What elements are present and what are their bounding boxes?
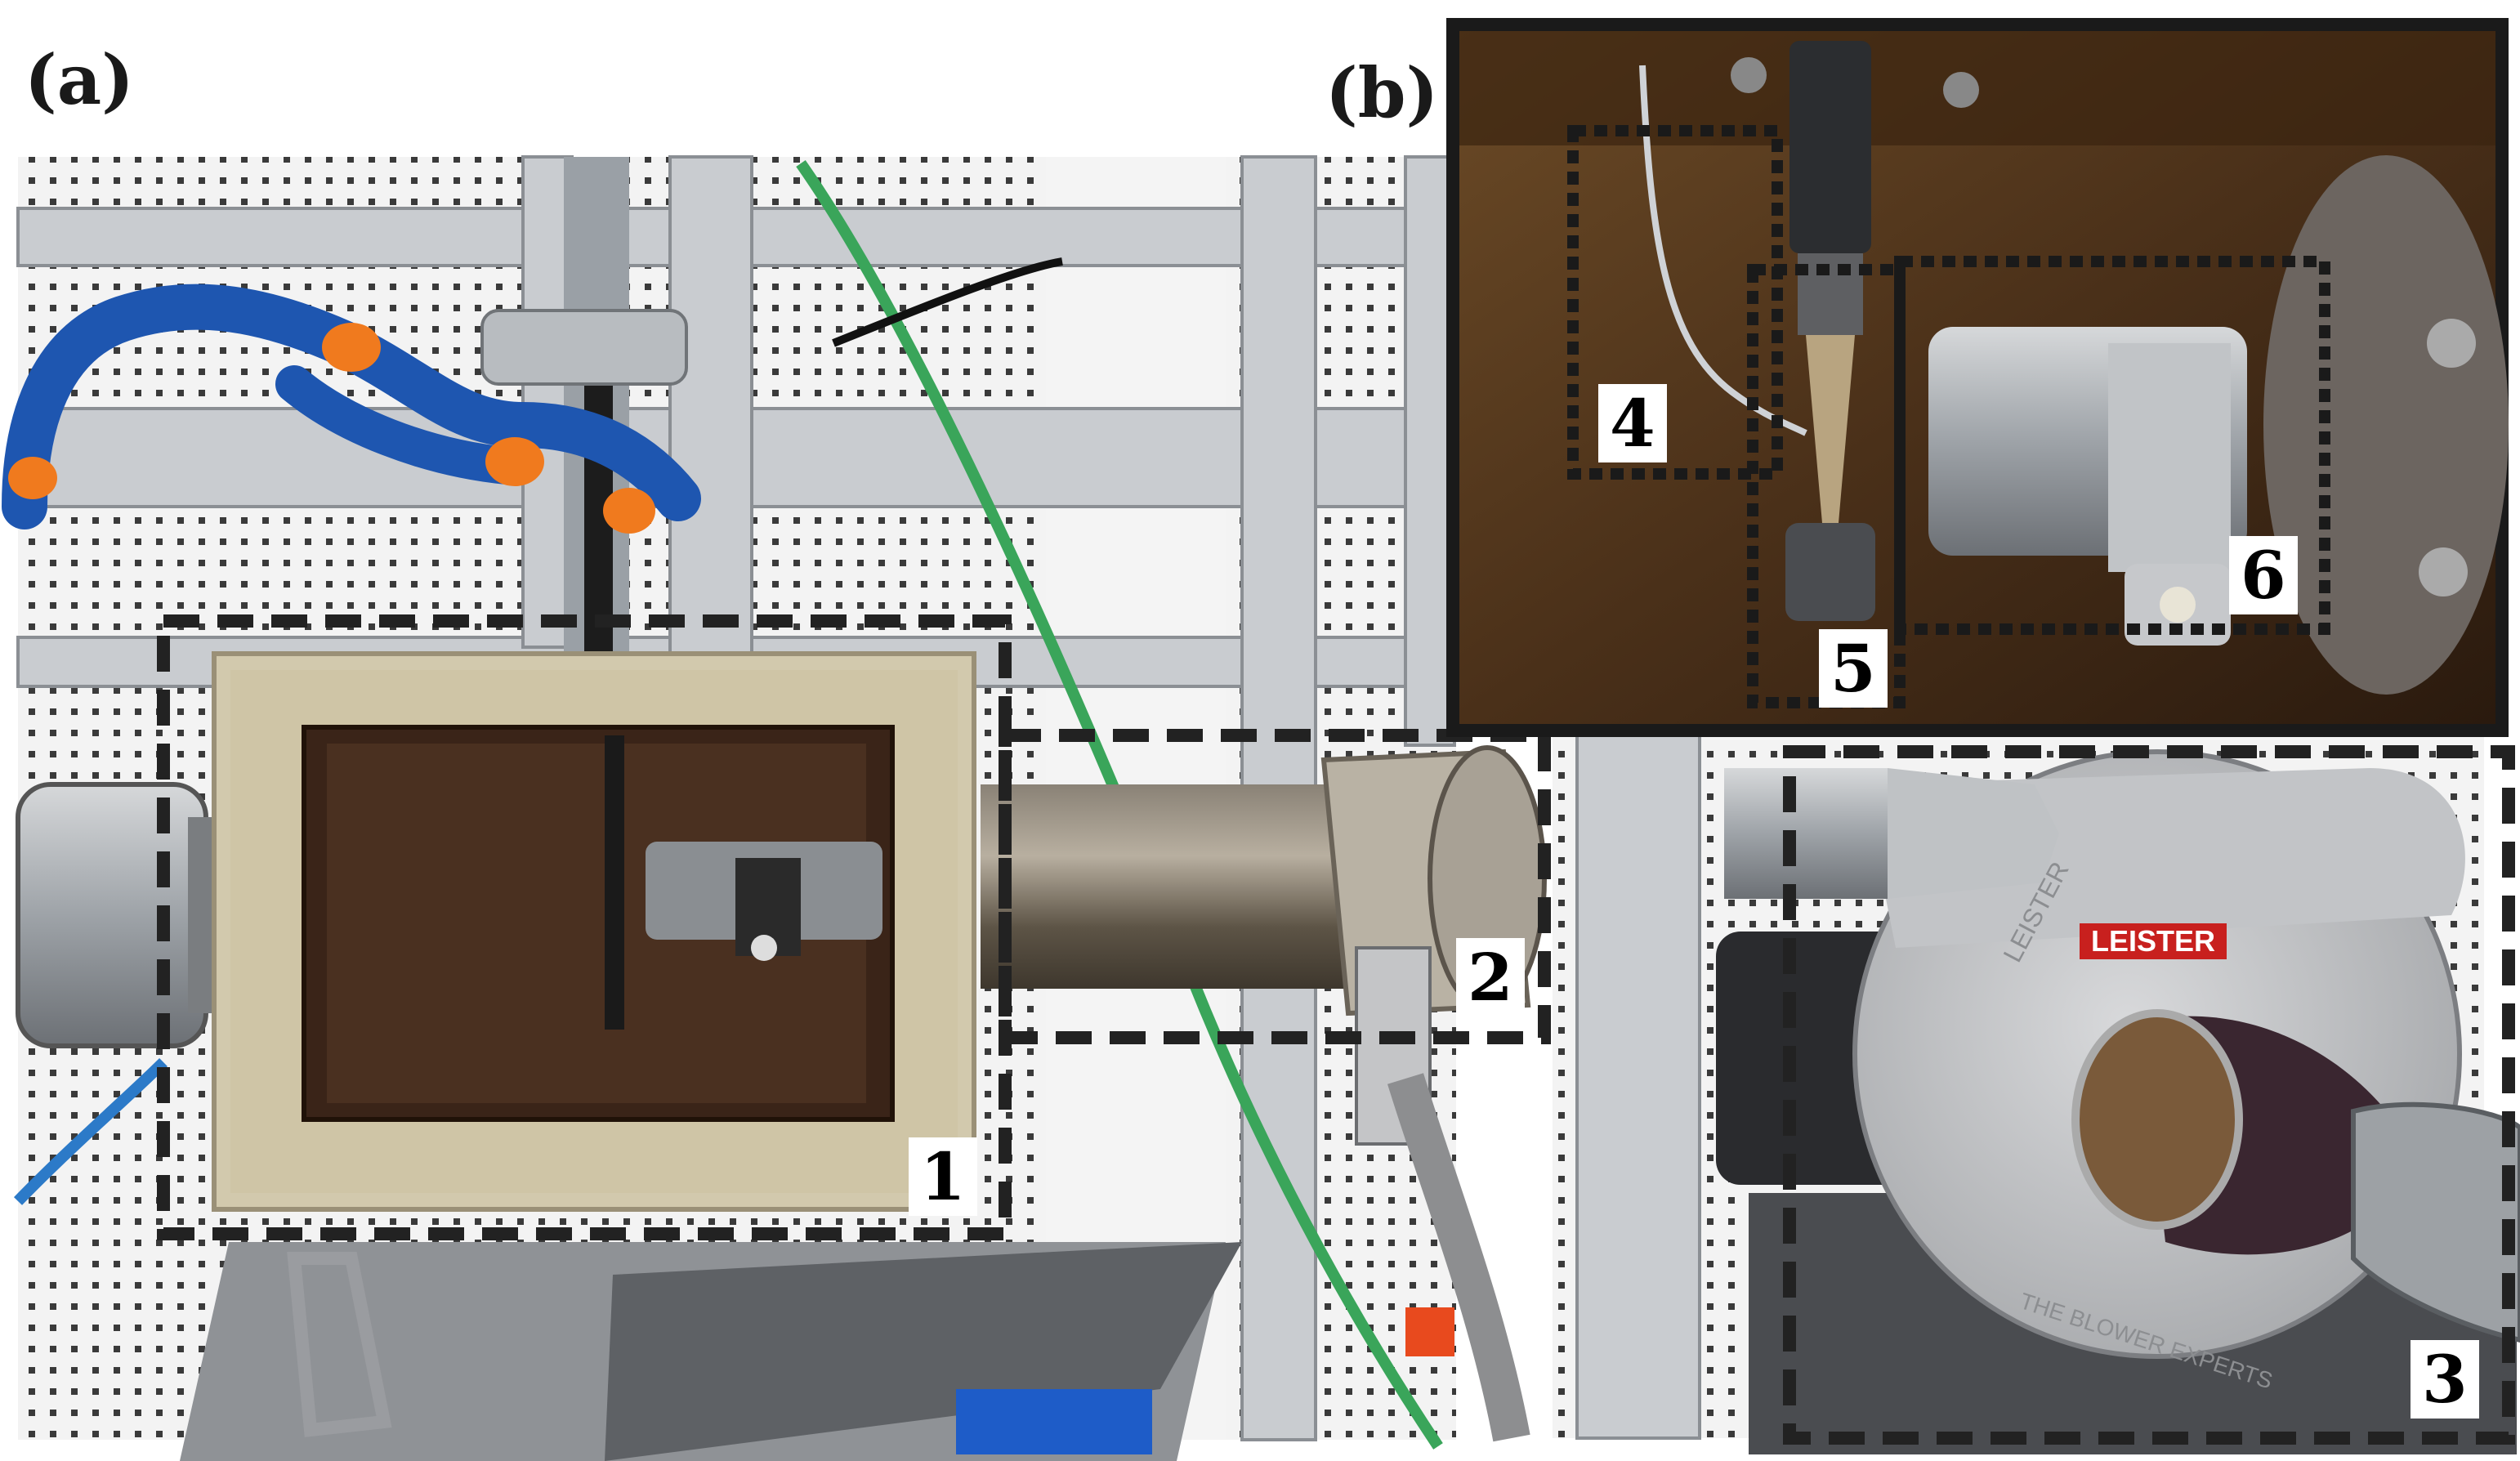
callout-6: 6 <box>2229 536 2298 614</box>
dashed-box-2 <box>999 729 1551 1044</box>
black-cable <box>832 257 1063 347</box>
inset-dotted-markers <box>1567 125 2330 708</box>
callout-1: 1 <box>909 1137 977 1216</box>
panel-label-a: (a) <box>25 39 134 120</box>
load-train <box>480 157 688 670</box>
base-plate <box>180 1242 1242 1461</box>
blower-brand-label: LEISTER <box>2091 924 2215 958</box>
leister-blower <box>1716 749 2520 1454</box>
callout-2: 2 <box>1456 938 1525 1016</box>
furnace-box <box>212 651 976 1212</box>
panel-label-b: (b) <box>1325 52 1439 133</box>
dashed-box-3 <box>1783 745 2515 1445</box>
dotted-box-6 <box>1894 256 2330 635</box>
callout-4: 4 <box>1598 384 1667 462</box>
coolant-hoses <box>2 284 701 534</box>
dashed-region-markers <box>157 614 2515 1445</box>
callout-3: 3 <box>2411 1340 2479 1419</box>
dotted-box-4 <box>1567 125 1783 480</box>
inset-panel-b <box>1446 18 2509 737</box>
callout-5: 5 <box>1819 629 1888 708</box>
